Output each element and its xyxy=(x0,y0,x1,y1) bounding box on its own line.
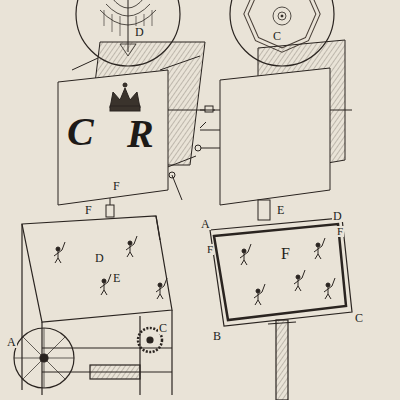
callout-letter: F xyxy=(206,244,214,255)
callout-letter: E xyxy=(112,272,121,284)
callout-letter: F xyxy=(112,180,121,192)
callout-letter: C xyxy=(354,312,364,324)
callout-letter: D xyxy=(134,26,145,38)
puppet-figure xyxy=(100,274,111,295)
cipher-letter: C xyxy=(66,112,95,152)
puppet-figure xyxy=(314,238,325,259)
puppet-figure xyxy=(126,236,137,257)
puppet-figure xyxy=(240,244,251,265)
bare-frame xyxy=(195,40,352,220)
cart-stage xyxy=(14,216,172,395)
callout-letter: F xyxy=(336,226,344,237)
callout-letter: C xyxy=(272,30,282,42)
callout-letter: F xyxy=(84,204,93,216)
callout-letter: E xyxy=(276,204,285,216)
callout-letter: B xyxy=(212,330,222,342)
callout-letter: A xyxy=(200,218,211,230)
puppet-figure xyxy=(294,270,305,291)
cipher-frame xyxy=(58,42,215,217)
callout-letter: A xyxy=(6,336,17,348)
puppet-figure xyxy=(156,278,167,299)
pedestal-stage xyxy=(210,218,352,400)
callout-letter: C xyxy=(158,322,168,334)
cipher-letter: R xyxy=(126,114,155,154)
callout-letter: F xyxy=(280,246,291,262)
callout-letter: D xyxy=(94,252,105,264)
puppet-figure xyxy=(324,278,335,299)
callout-letter: D xyxy=(332,210,343,222)
puppet-figure xyxy=(54,242,65,263)
puppet-figure xyxy=(254,284,265,305)
